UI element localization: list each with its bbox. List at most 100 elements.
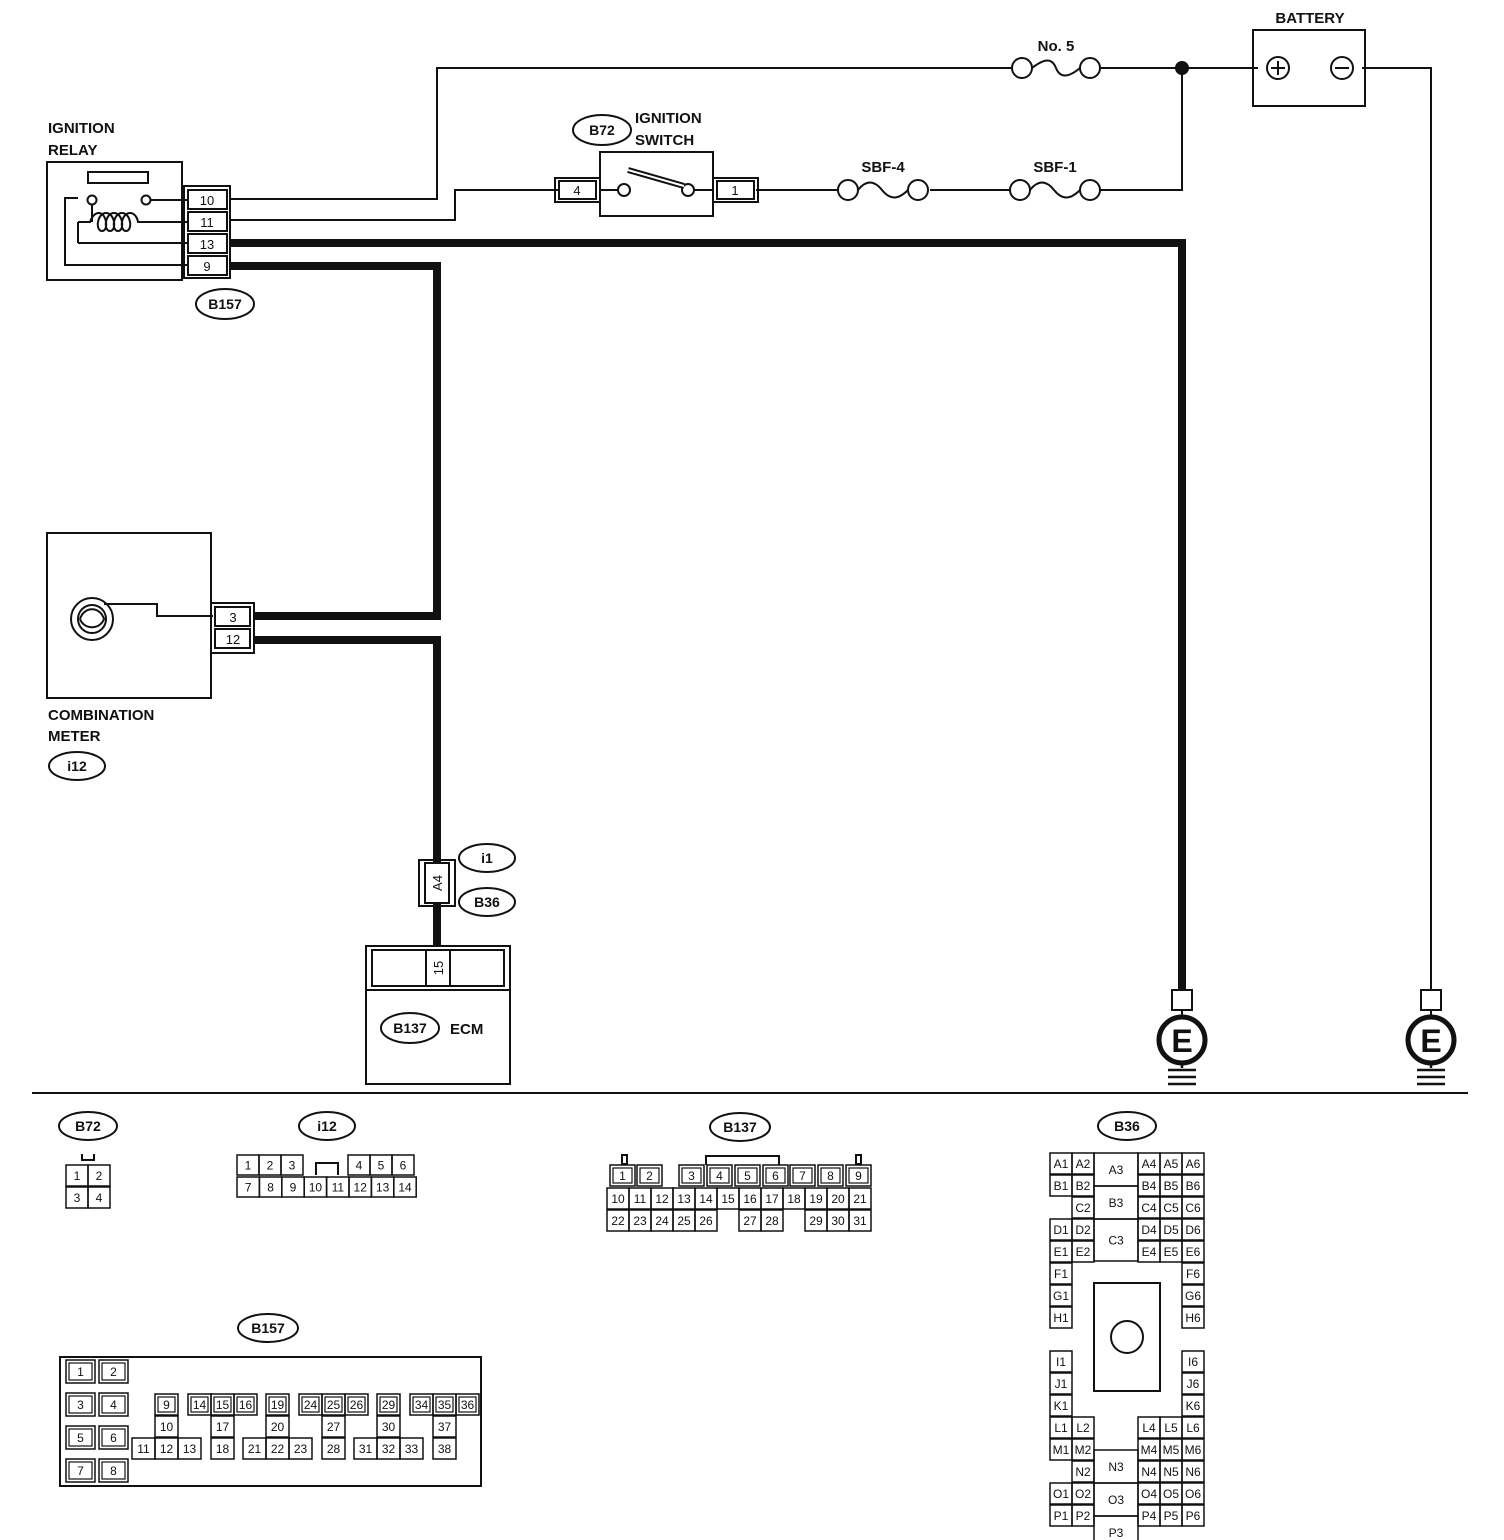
b36-cavity-C5: C5 [1159, 1196, 1183, 1219]
ground-2-tab [1420, 989, 1442, 1011]
b157-cavity-11: 11 [131, 1437, 156, 1460]
switch-conn-right-inner [716, 180, 755, 200]
junction-inner [424, 862, 450, 904]
svg-text:N6: N6 [1185, 1465, 1201, 1479]
junction-pin-a4: A4 [430, 875, 445, 891]
b137-cavity-7: 7 [789, 1164, 816, 1187]
b36-cavity-O1: O1 [1049, 1482, 1073, 1505]
b137-cavity-2: 2 [636, 1164, 663, 1187]
b137-cavity-14: 14 [694, 1187, 718, 1210]
b157-cavity-27: 27 [321, 1415, 346, 1438]
svg-text:28: 28 [765, 1214, 779, 1228]
svg-text:H6: H6 [1185, 1311, 1201, 1325]
b36-cavity-A4: A4 [1137, 1152, 1161, 1175]
svg-text:30: 30 [382, 1420, 396, 1434]
b157-cavity-34: 34 [409, 1393, 434, 1416]
svg-text:22: 22 [271, 1442, 285, 1456]
ecm-connector-id: B137 [393, 1020, 427, 1036]
b36-cavity-O2: O2 [1071, 1482, 1095, 1505]
b157-cavity-24: 24 [298, 1393, 323, 1416]
svg-text:4: 4 [716, 1169, 723, 1183]
oval-b137 [380, 1012, 440, 1044]
svg-text:17: 17 [765, 1192, 779, 1206]
svg-text:G1: G1 [1053, 1289, 1069, 1303]
i12-cavity-14: 14 [393, 1176, 417, 1198]
b36-cavity-P1: P1 [1049, 1504, 1073, 1527]
svg-text:B1: B1 [1054, 1179, 1069, 1193]
b137-cavity-5: 5 [734, 1164, 761, 1187]
switch-contact-left [617, 183, 631, 197]
b157-cavity-8: 8 [98, 1458, 129, 1483]
b36-cavity-M1: M1 [1049, 1438, 1073, 1461]
b137-cavity-23: 23 [628, 1209, 652, 1232]
svg-text:11: 11 [332, 1181, 345, 1195]
b137-cavity-17: 17 [760, 1187, 784, 1210]
thin-wires [230, 67, 1432, 990]
b36-cavity-I6: I6 [1181, 1350, 1205, 1373]
b36-cavity-P3: P3 [1093, 1515, 1139, 1540]
battery [1252, 29, 1366, 107]
b36-cavity-K6: K6 [1181, 1394, 1205, 1417]
b137-view-key-right [855, 1154, 862, 1165]
svg-text:6: 6 [772, 1169, 779, 1183]
svg-text:10: 10 [611, 1192, 625, 1206]
i12-cavity-5: 5 [369, 1154, 393, 1176]
sbf4-left-terminal [837, 179, 859, 201]
svg-text:L5: L5 [1164, 1421, 1178, 1435]
b157-cavity-26: 26 [344, 1393, 369, 1416]
b36-cavity-F6: F6 [1181, 1262, 1205, 1285]
b157-cavity-16: 16 [233, 1393, 258, 1416]
b36-cavity-N3: N3 [1093, 1449, 1139, 1484]
svg-text:9: 9 [290, 1181, 297, 1195]
relay-label-2: RELAY [48, 142, 97, 159]
b36-cavity-E1: E1 [1049, 1240, 1073, 1263]
fuse-no5-right-terminal [1079, 57, 1101, 79]
b137-cavity-30: 30 [826, 1209, 850, 1232]
svg-text:N2: N2 [1075, 1465, 1091, 1479]
relay-contact-left [86, 194, 98, 206]
wire-relay9-meter3 [230, 262, 441, 620]
b137-cavity-1: 1 [609, 1164, 636, 1187]
b36-cavity-B4: B4 [1137, 1174, 1161, 1197]
svg-text:B5: B5 [1164, 1179, 1179, 1193]
meter-pin-box-3 [214, 606, 251, 627]
svg-text:22: 22 [611, 1214, 625, 1228]
i12-view-key [315, 1162, 339, 1175]
svg-text:24: 24 [655, 1214, 669, 1228]
battery-positive-sign [1271, 61, 1285, 75]
svg-text:D5: D5 [1163, 1223, 1179, 1237]
svg-text:A6: A6 [1186, 1157, 1201, 1171]
wire-sbf1-junction [1100, 68, 1183, 191]
relay-contact-bar [87, 171, 149, 184]
oval-b36 [458, 887, 516, 917]
diagram-labels: IGNITION RELAY 10 11 13 9 B157 BATTERY N… [48, 10, 1442, 1336]
b36-cavity-P6: P6 [1181, 1504, 1205, 1527]
svg-text:21: 21 [853, 1192, 867, 1206]
svg-text:D6: D6 [1185, 1223, 1201, 1237]
svg-text:F1: F1 [1054, 1267, 1068, 1281]
b137-cavity-13: 13 [672, 1187, 696, 1210]
sbf4-label: SBF-4 [861, 159, 905, 176]
svg-text:18: 18 [787, 1192, 801, 1206]
svg-text:F6: F6 [1186, 1267, 1200, 1281]
b36-cavity-B3: B3 [1093, 1185, 1139, 1220]
b72-cavity-2: 2 [87, 1164, 111, 1187]
b157-cavity-15: 15 [210, 1393, 235, 1416]
svg-text:C6: C6 [1185, 1201, 1201, 1215]
battery-box [1252, 29, 1366, 107]
i12-cavity-6: 6 [391, 1154, 415, 1176]
b137-cavity-9: 9 [845, 1164, 872, 1187]
i12-cavity-8: 8 [258, 1176, 283, 1198]
meter-lamp-filament [79, 608, 106, 629]
svg-text:36: 36 [461, 1398, 475, 1412]
oval-view-b157 [237, 1313, 299, 1343]
b36-cavity-B1: B1 [1049, 1174, 1073, 1197]
relay-pin-box-13 [187, 233, 228, 254]
svg-text:26: 26 [699, 1214, 713, 1228]
ground-2-label: E [1420, 1023, 1441, 1059]
oval-view-b137 [709, 1112, 771, 1142]
svg-text:20: 20 [831, 1192, 845, 1206]
svg-text:6: 6 [400, 1159, 407, 1173]
i12-cavity-2: 2 [258, 1154, 282, 1176]
b137-cavity-28: 28 [760, 1209, 784, 1232]
